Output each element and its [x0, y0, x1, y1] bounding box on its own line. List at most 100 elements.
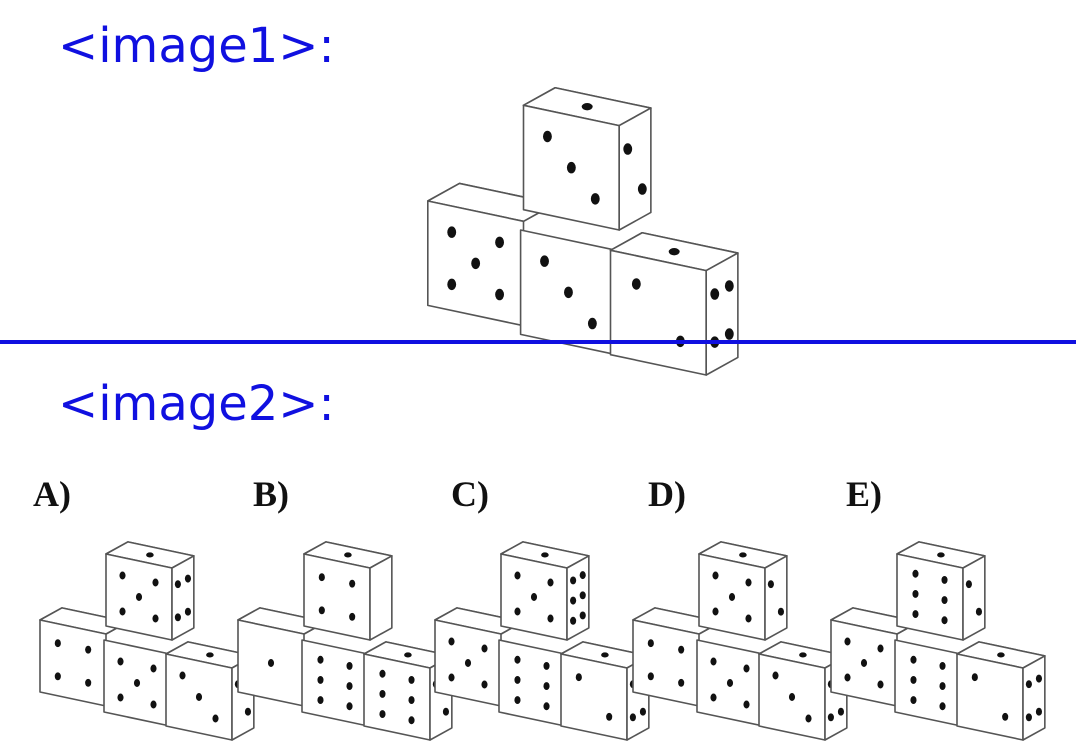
- option-e-cube-upper-front-pip: [912, 569, 919, 578]
- option-d-cube-upper-front-pip: [712, 607, 719, 616]
- option-e-cube-right-front-face: [956, 653, 1024, 741]
- option-e-cube-left-front-pip: [877, 644, 884, 653]
- option-d-cube-right-front-pip: [788, 693, 796, 701]
- option-c-cube-right-side-pip: [639, 707, 647, 716]
- option-c-cube-upper-side-pip: [570, 616, 577, 625]
- option-d-cube-upper-top-pip: [739, 552, 747, 558]
- option-e-cube-middle-front-pip: [939, 682, 946, 691]
- option-e-cube-upper-front-face: [896, 553, 964, 641]
- option-a-cube-upper-front-pip: [135, 593, 143, 601]
- option-c-cube-upper-side-pip: [570, 576, 577, 585]
- option-b-cube-upper-side-face: [369, 555, 393, 641]
- option-c-cube-upper-front-pip: [514, 571, 521, 580]
- option-a-cube-upper-side-pip: [174, 580, 181, 589]
- option-b-dice-figure[interactable]: [234, 540, 453, 741]
- option-b-cube-right-front-pip: [408, 675, 415, 684]
- option-a-cube-upper-side-pip: [184, 607, 192, 616]
- image1-cube-right-front-pip: [631, 278, 641, 290]
- option-d-cube-right-front-pip: [805, 714, 812, 723]
- option-c-cube-upper-front-pip: [547, 578, 554, 587]
- option-a-dice-figure[interactable]: [36, 540, 255, 741]
- option-c-cube-middle-front-face: [498, 639, 566, 727]
- option-c-cube-upper-top-pip: [541, 552, 549, 558]
- option-b-cube-upper-front-face: [303, 553, 371, 641]
- image1-cube-right-side-pip: [724, 280, 734, 292]
- image1-label: <image1>:: [58, 18, 335, 74]
- option-d-dice-figure[interactable]: [629, 540, 848, 741]
- option-b-cube-middle-front-pip: [317, 675, 324, 684]
- option-e-cube-upper-front-pip: [912, 610, 919, 619]
- option-d-cube-left-front-pip: [647, 639, 654, 648]
- option-d-cube-upper-side-pip: [777, 607, 785, 616]
- option-a-cube-upper-side-pip: [184, 574, 192, 583]
- option-d-cube-left-front-pip: [678, 678, 685, 687]
- option-a-cube-upper-front-pip: [119, 571, 126, 580]
- option-d-cube-upper-side-face: [764, 555, 788, 641]
- option-e-dice-figure[interactable]: [827, 540, 1046, 741]
- image1-cube-right-side-pip: [710, 288, 720, 300]
- image1-cube-upper-front-pip: [566, 161, 576, 174]
- image1-cube-middle-front-pip: [564, 286, 573, 299]
- option-b-cube-left-front-pip: [267, 659, 275, 667]
- option-d-cube-middle-front-pip: [710, 657, 717, 666]
- option-e-cube-upper-side-pip: [975, 607, 983, 616]
- option-d-cube-middle-front-pip: [726, 679, 734, 687]
- option-e-letter: E): [846, 474, 882, 514]
- option-a-cube-left-front-pip: [54, 672, 61, 681]
- option-c-cube-left-front-pip: [448, 637, 455, 646]
- option-c-dice-figure[interactable]: [431, 540, 650, 741]
- option-d-cube-right-top-pip: [799, 652, 807, 658]
- option-a-cube-right-front-pip: [212, 714, 219, 723]
- image2-label: <image2>:: [58, 376, 335, 432]
- option-b-cube-middle-front-face: [301, 639, 369, 727]
- image1-cube-upper-top-pip: [581, 103, 593, 111]
- option-c-cube-upper-front-pip: [547, 614, 554, 623]
- option-b-cube-right-front-pip: [379, 669, 386, 678]
- option-b-cube-upper-front-pip: [349, 579, 356, 588]
- image1-cube-right-side-face: [705, 252, 739, 376]
- option-b-cube-right-front-pip: [408, 696, 415, 705]
- option-e-cube-upper-front-pip: [941, 575, 948, 584]
- option-c-cube-upper-side-pip: [579, 591, 586, 600]
- option-b-cube-right-top-pip: [404, 652, 412, 658]
- option-e-cube-middle-front-pip: [910, 675, 917, 684]
- option-e-cube-left-front-pip: [844, 637, 851, 646]
- option-c-cube-right-front-pip: [606, 712, 613, 721]
- option-c-cube-upper-front-pip: [530, 593, 538, 601]
- option-e-cube-right-side-face: [1022, 655, 1046, 741]
- option-a-letter: A): [33, 474, 71, 514]
- option-a-cube-right-front-pip: [195, 693, 203, 701]
- option-b-cube-upper-front-pip: [349, 612, 356, 621]
- image1-cube-upper-front-pip: [590, 193, 600, 205]
- option-e-cube-left-front-pip: [877, 680, 884, 689]
- option-b-cube-middle-front-pip: [346, 661, 353, 670]
- option-d-cube-middle-front-pip: [710, 693, 717, 702]
- option-c-cube-left-front-pip: [481, 680, 488, 689]
- option-d-cube-upper-front-pip: [712, 571, 719, 580]
- option-b-cube-upper-top-pip: [344, 552, 352, 558]
- option-b-cube-right-side-pip: [442, 707, 450, 716]
- image1-cube-left-front-pip: [495, 288, 505, 301]
- option-a-cube-middle-front-pip: [150, 664, 157, 673]
- option-d-cube-upper-front-pip: [728, 593, 736, 601]
- option-d-cube-upper-front-pip: [745, 614, 752, 623]
- option-c-cube-left-front-pip: [448, 673, 455, 682]
- option-c-cube-upper-front-pip: [514, 607, 521, 616]
- option-a-cube-left-front-pip: [85, 645, 92, 654]
- option-c-cube-upper-side-face: [566, 555, 590, 641]
- option-c-cube-left-front-pip: [481, 644, 488, 653]
- option-a-cube-middle-front-pip: [150, 700, 157, 709]
- option-c-cube-right-top-pip: [601, 652, 609, 658]
- option-a-cube-upper-front-pip: [152, 614, 159, 623]
- option-c-cube-middle-front-pip: [514, 675, 521, 684]
- image1-cube-middle-front-pip: [540, 255, 549, 267]
- option-e-cube-middle-front-pip: [939, 661, 946, 670]
- option-a-cube-left-front-pip: [54, 639, 61, 648]
- option-b-cube-right-front-pip: [379, 710, 386, 719]
- image1-cube-upper-side-pip: [637, 183, 647, 195]
- option-c-cube-middle-front-pip: [543, 702, 550, 711]
- option-b-letter: B): [253, 474, 289, 514]
- option-d-cube-left-front-pip: [678, 645, 685, 654]
- option-a-cube-right-top-pip: [206, 652, 214, 658]
- option-c-cube-upper-side-pip: [579, 611, 586, 620]
